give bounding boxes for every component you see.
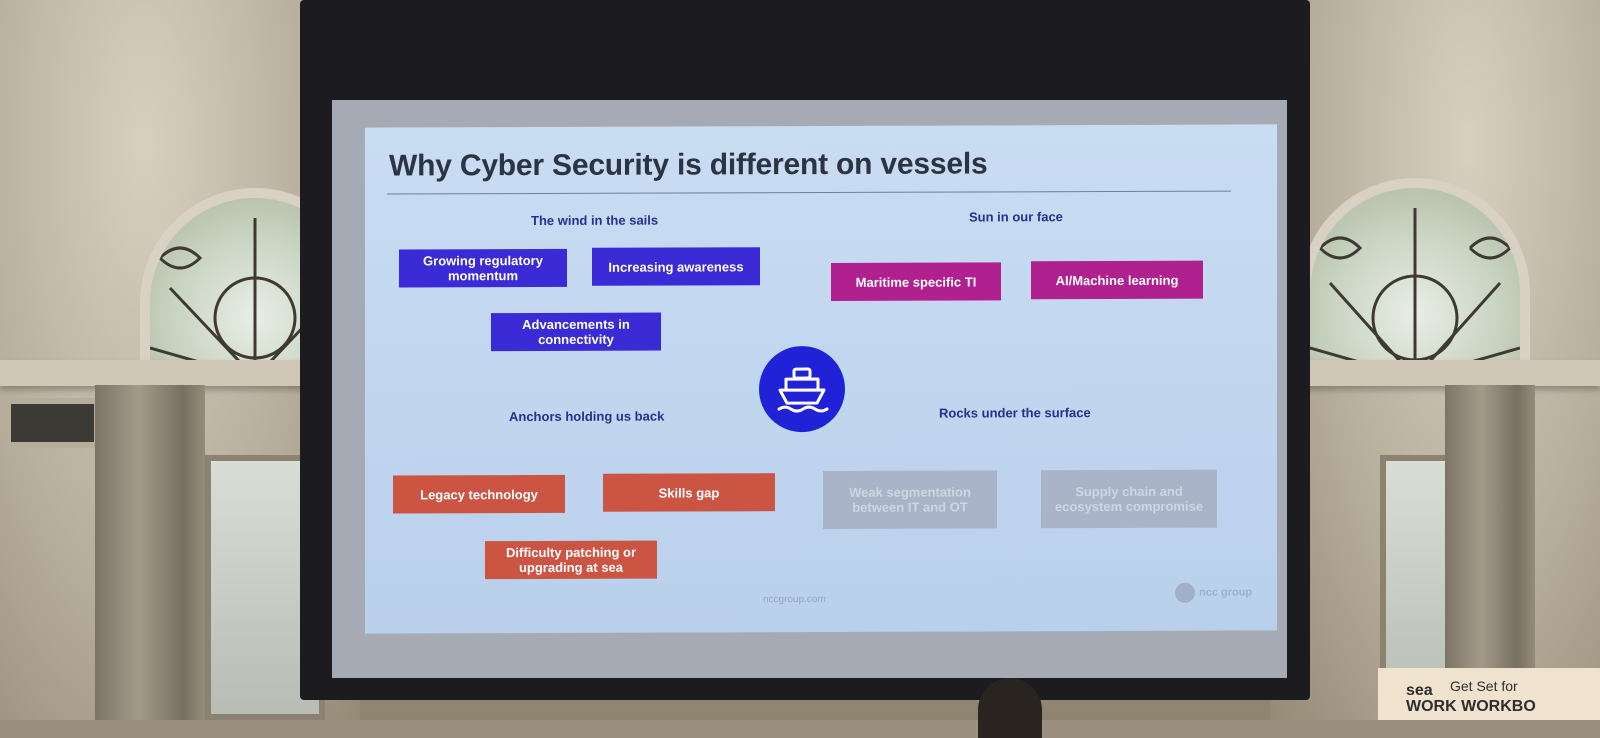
box-advancements-in-connectivity: Advancements in connectivity: [491, 312, 661, 352]
title-divider: [387, 190, 1231, 195]
banner-line-2: WORK WORKBO: [1406, 698, 1536, 715]
box-ai-machine-learning: AI/Machine learning: [1031, 260, 1203, 300]
heading-sun-in-our-face: Sun in our face: [969, 209, 1063, 225]
box-difficulty-patching: Difficulty patching or upgrading at sea: [485, 540, 657, 580]
banner-line-1: Get Set for: [1450, 678, 1518, 694]
box-skills-gap: Skills gap: [603, 473, 775, 512]
slide-title: Why Cyber Security is different on vesse…: [389, 147, 988, 183]
box-legacy-technology: Legacy technology: [393, 474, 565, 514]
ncc-group-logo: ncc group: [1175, 582, 1253, 603]
heading-wind-in-sails: The wind in the sails: [531, 212, 659, 229]
ship-icon: [777, 367, 829, 413]
ncc-logo-icon: [1175, 582, 1195, 603]
presenter-head: [978, 678, 1042, 738]
presentation-slide: Why Cyber Security is different on vesse…: [365, 124, 1277, 634]
window-grille-icon: [1310, 208, 1520, 368]
box-weak-segmentation: Weak segmentation between IT and OT: [823, 470, 997, 529]
right-cornice: [1290, 360, 1600, 386]
event-banner: sea Get Set for WORK WORKBO: [1378, 668, 1600, 720]
right-curtain: [1445, 385, 1535, 720]
banner-brand: sea: [1406, 682, 1433, 699]
ship-icon-circle: [759, 345, 845, 433]
box-increasing-awareness: Increasing awareness: [592, 247, 760, 286]
left-curtain: [95, 385, 205, 720]
heading-anchors-holding-us-back: Anchors holding us back: [509, 408, 665, 425]
heading-rocks-under-the-surface: Rocks under the surface: [939, 405, 1091, 421]
wall-plaque: [5, 398, 100, 448]
box-maritime-specific-ti: Maritime specific TI: [831, 262, 1001, 301]
box-growing-regulatory-momentum: Growing regulatory momentum: [399, 248, 567, 288]
box-supply-chain-compromise: Supply chain and ecosystem compromise: [1041, 469, 1217, 529]
footer-url: nccgroup.com: [763, 593, 826, 606]
logo-text: ncc group: [1199, 586, 1253, 599]
